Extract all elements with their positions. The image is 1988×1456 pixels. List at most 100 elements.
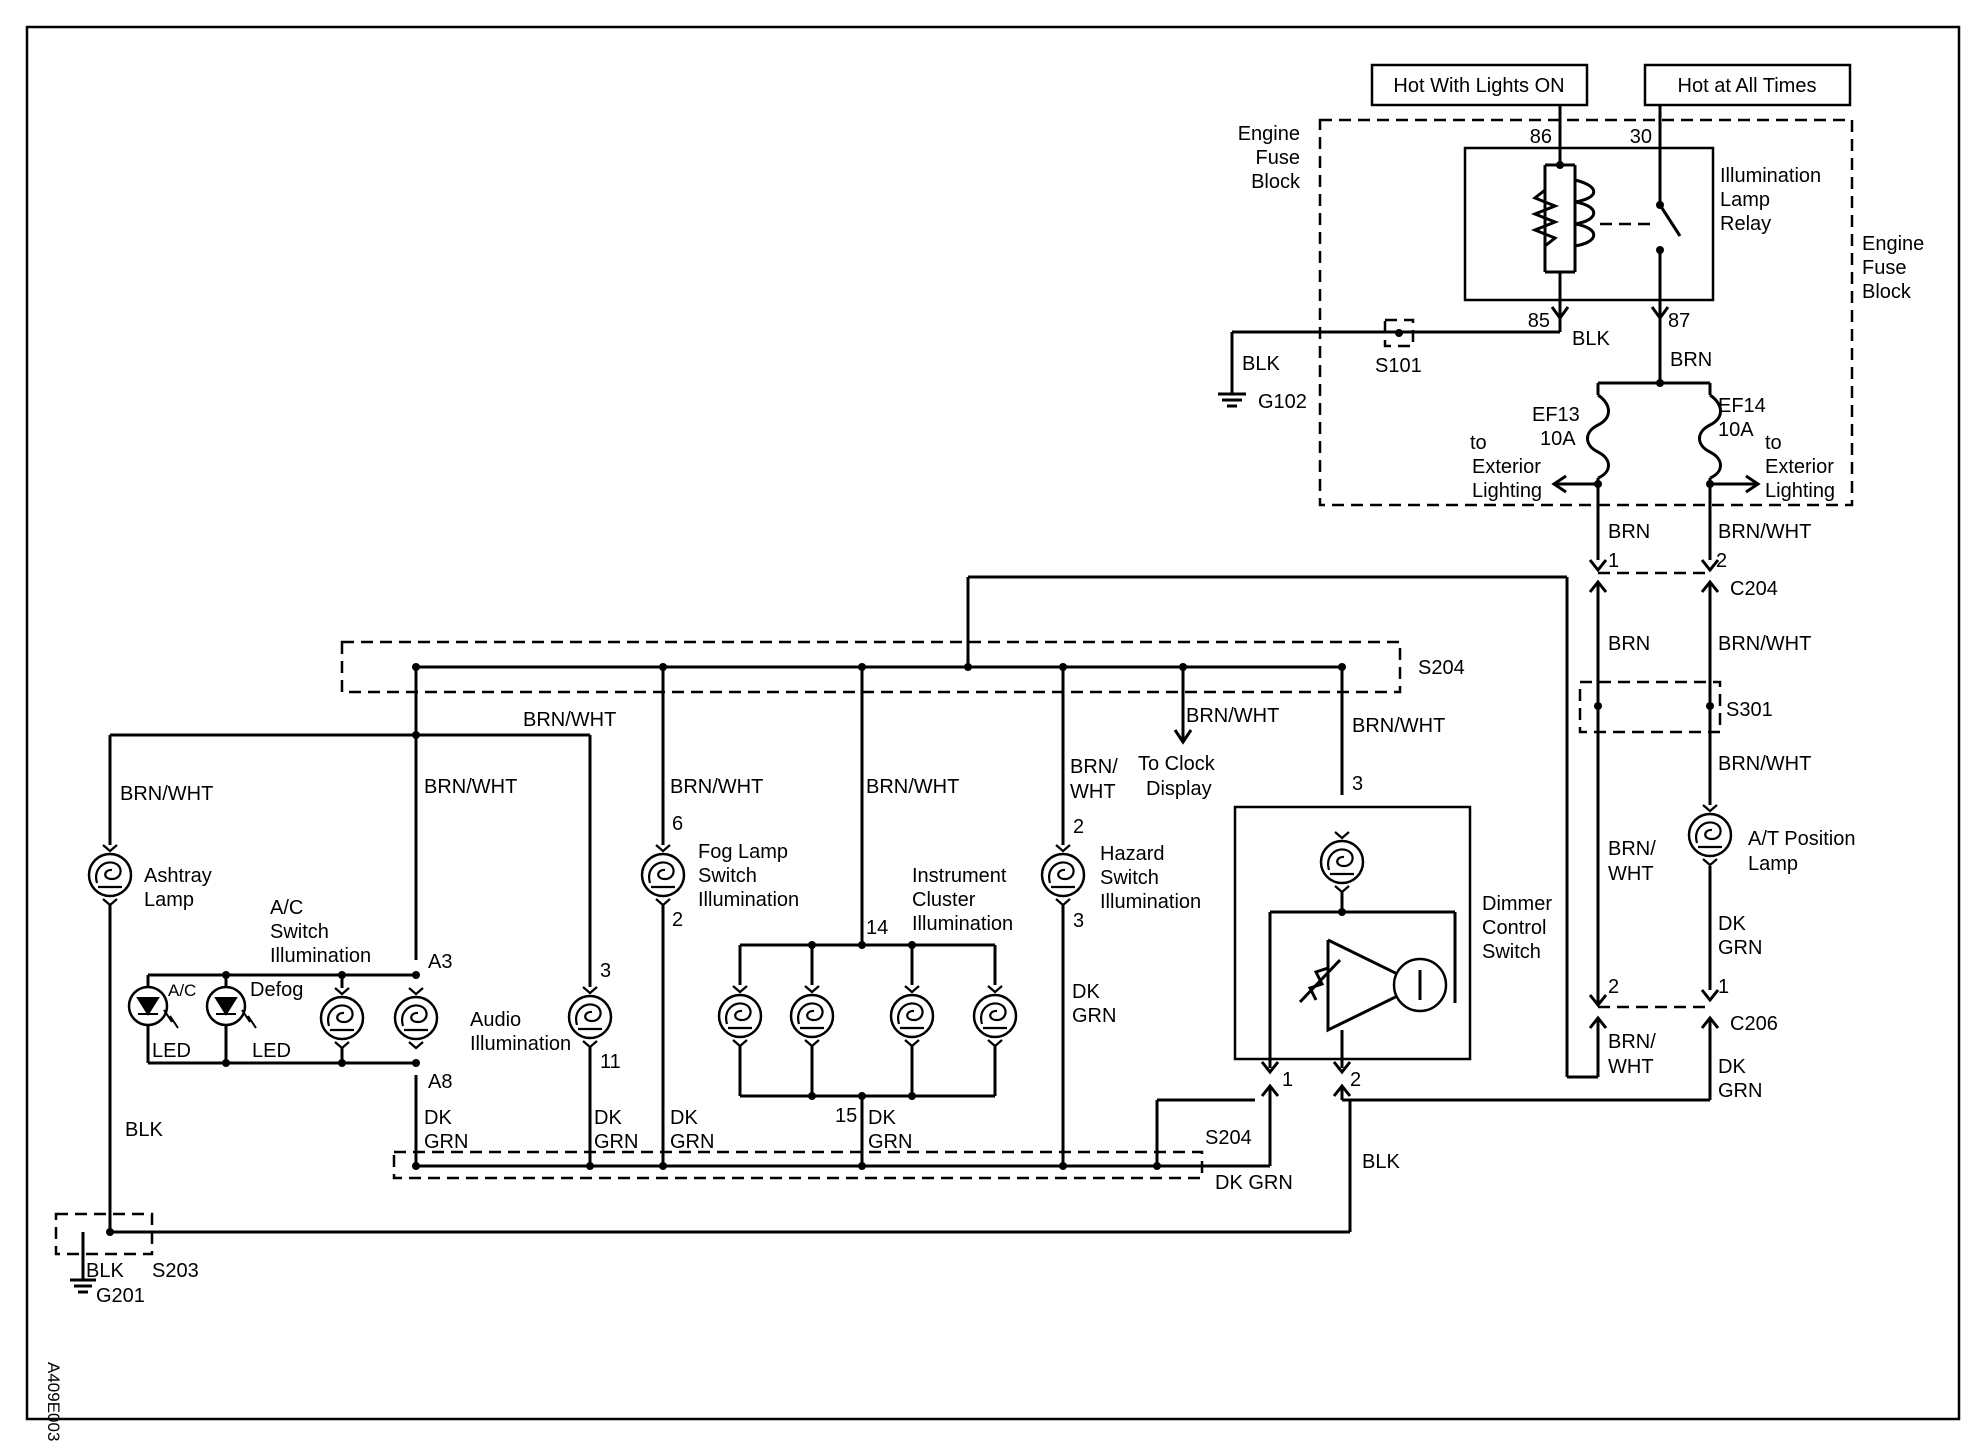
pin-label: 1 xyxy=(1718,976,1729,998)
cluster-bulb-1 xyxy=(717,984,763,1048)
pin-label: 14 xyxy=(866,917,888,939)
cluster-bulb-3 xyxy=(889,984,935,1048)
splice-label: S204 xyxy=(1205,1127,1252,1149)
relay-label: Relay xyxy=(1720,213,1771,235)
fuse-block-label: Engine xyxy=(1862,233,1924,255)
wire-label: BRN/ xyxy=(1608,838,1656,860)
pin-87: 87 xyxy=(1668,310,1690,332)
wire-label: BRN/ xyxy=(1070,756,1118,778)
fuse-block-label: Block xyxy=(1862,281,1912,303)
wire-label: BLK xyxy=(125,1119,163,1141)
pin-85: 85 xyxy=(1528,310,1550,332)
pin-label: 3 xyxy=(1352,773,1363,795)
component-label: Hazard xyxy=(1100,843,1164,865)
wire-label: BLK xyxy=(1572,328,1610,350)
relay-label: Illumination xyxy=(1720,165,1821,187)
pin-label: 3 xyxy=(600,960,611,982)
pin-label: 11 xyxy=(600,1051,621,1073)
wire-label: BRN/WHT xyxy=(120,783,213,805)
component-label: Illumination xyxy=(698,889,799,911)
hot-with-lights-on-box: Hot With Lights ON xyxy=(1370,63,1589,107)
component-label: Instrument xyxy=(912,865,1007,887)
ac-switch-bulb-2 xyxy=(393,986,439,1050)
fuse-block-label: Fuse xyxy=(1256,147,1300,169)
pin-label: 1 xyxy=(1608,550,1619,572)
hot-lights-on-label: Hot With Lights ON xyxy=(1393,75,1564,97)
wire-label: BRN/WHT xyxy=(523,709,616,731)
wire-label: BRN/ xyxy=(1608,1031,1656,1053)
engine-fuse-block-outline xyxy=(1318,118,1854,507)
wire-label: DK xyxy=(424,1107,452,1129)
fuse-label: Exterior xyxy=(1765,456,1834,478)
hazard-switch-bulb xyxy=(1040,843,1086,907)
component-label: Illumination xyxy=(1100,891,1201,913)
fuse-label: Exterior xyxy=(1472,456,1541,478)
wire-label: BRN/WHT xyxy=(1352,715,1445,737)
cluster-bulb-4 xyxy=(972,984,1018,1048)
wire-label: GRN xyxy=(594,1131,638,1153)
component-label: Defog xyxy=(250,979,303,1001)
cluster-bulb-2 xyxy=(789,984,835,1048)
dimmer-control-switch xyxy=(1233,805,1472,1068)
component-label: Switch xyxy=(1100,867,1159,889)
ac-switch-bulb-1 xyxy=(319,986,365,1050)
component-label: LED xyxy=(152,1040,191,1062)
pin-86: 86 xyxy=(1530,126,1552,148)
wire-label: BRN/WHT xyxy=(670,776,763,798)
component-label: Cluster xyxy=(912,889,976,911)
wire-label: BRN/WHT xyxy=(1718,753,1811,775)
connector-label: C204 xyxy=(1730,578,1778,600)
pin-label: 2 xyxy=(1073,816,1084,838)
wire-label: WHT xyxy=(1608,1056,1654,1078)
clock-label: Display xyxy=(1146,778,1212,800)
fuse-label: 10A xyxy=(1540,428,1576,450)
illumination-lamp-relay: Illumination Lamp Relay 86 30 85 87 xyxy=(1463,105,1821,332)
component-label: Illumination xyxy=(270,945,371,967)
component-label: A/T Position xyxy=(1748,828,1855,850)
wire-label: DK GRN xyxy=(1215,1172,1293,1194)
fuse-block-label: Block xyxy=(1251,171,1301,193)
wire-label: BLK xyxy=(86,1260,124,1282)
splice-s204-top xyxy=(340,640,1402,694)
ac-led xyxy=(127,985,179,1029)
pin-label: 2 xyxy=(1608,976,1619,998)
splice-label: S203 xyxy=(152,1260,199,1282)
component-label: Dimmer xyxy=(1482,893,1552,915)
splice-label: S101 xyxy=(1375,355,1422,377)
fog-lamp-switch-bulb xyxy=(640,843,686,907)
pin-label: A8 xyxy=(428,1071,452,1093)
wire-label: GRN xyxy=(424,1131,468,1153)
wire-label: DK xyxy=(594,1107,622,1129)
pin-label: 15 xyxy=(835,1105,857,1127)
audio-illumination-bulb xyxy=(567,985,613,1049)
fuse-label: to xyxy=(1765,432,1782,454)
ashtray-lamp-bulb xyxy=(87,843,133,907)
pin-label: 6 xyxy=(672,813,683,835)
splice-label: S301 xyxy=(1726,699,1773,721)
component-label: Illumination xyxy=(912,913,1013,935)
pin-label: 2 xyxy=(1350,1069,1361,1091)
wire-label: BRN/WHT xyxy=(424,776,517,798)
wire-label: DK xyxy=(1718,1056,1746,1078)
fuse-label: Lighting xyxy=(1765,480,1835,502)
component-label: Switch xyxy=(1482,941,1541,963)
fuse-ef13 xyxy=(1586,393,1610,480)
splice-s203 xyxy=(54,1212,154,1256)
wire-label: BLK xyxy=(1242,353,1280,375)
component-label: A/C xyxy=(168,981,196,1000)
wire-label: BRN/WHT xyxy=(1718,521,1811,543)
figure-id: A409E003 xyxy=(44,1362,63,1441)
wire-label: GRN xyxy=(1718,1080,1762,1102)
component-label: LED xyxy=(252,1040,291,1062)
wire-label: BLK xyxy=(1362,1151,1400,1173)
ground-label: G201 xyxy=(96,1285,145,1307)
wire-label: BRN/WHT xyxy=(1186,705,1279,727)
component-label: A/C xyxy=(270,897,303,919)
pin-label: 2 xyxy=(672,909,683,931)
fuse-block-label: Engine xyxy=(1238,123,1300,145)
defog-led xyxy=(205,985,257,1029)
component-label: Fog Lamp xyxy=(698,841,788,863)
fuse-block-label: Fuse xyxy=(1862,257,1906,279)
at-position-lamp-bulb xyxy=(1687,803,1733,867)
pin-label: 2 xyxy=(1716,550,1727,572)
